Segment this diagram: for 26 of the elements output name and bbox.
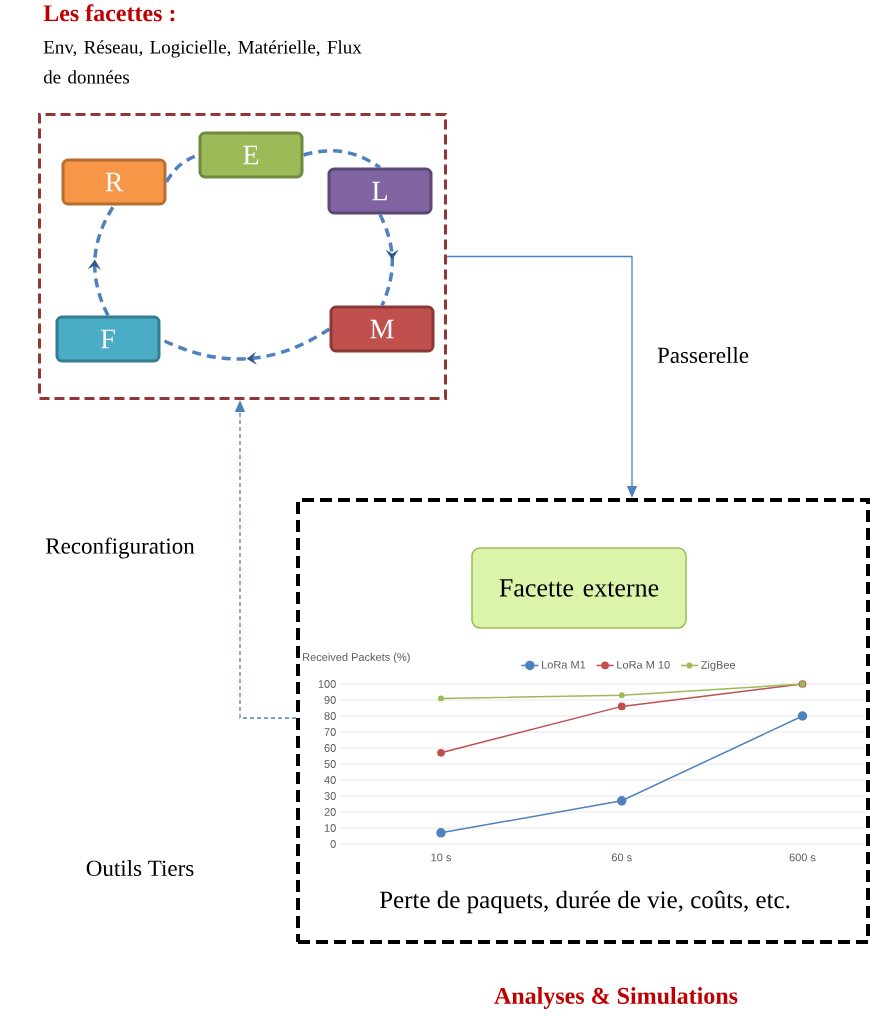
metrics-text: Perte de paquets, durée de vie, coûts, etc.	[379, 890, 790, 914]
edge-label: Reconfiguration	[44, 536, 196, 560]
x-tick-label: 600 s	[789, 853, 816, 862]
y-tick-label: 60	[324, 744, 336, 752]
section-title: Analyses & Simulations	[494, 987, 738, 1009]
y-tick-label: 90	[324, 696, 336, 704]
y-tick-label: 80	[324, 712, 336, 720]
y-tick-label: 100	[318, 680, 336, 688]
y-tick-label: 50	[324, 760, 336, 768]
y-tick-label: 40	[324, 776, 336, 784]
line-chart: 10 s 60 s 600 s 0 10 20 30 40 50 60 70 80 90 100 LoRa M1 LoRa M 10 ZigBee Received Packets (%)	[303, 652, 867, 862]
side-label: Outils Tiers	[86, 859, 194, 877]
legend-label: LoRa M1	[542, 660, 586, 669]
x-tick-label: 10 s	[431, 853, 451, 862]
y-tick-label: 20	[324, 808, 336, 816]
legend-label: ZigBee	[701, 660, 736, 671]
legend-label: LoRa M 10	[617, 660, 670, 669]
y-tick-label: 10	[324, 824, 336, 832]
y-tick-label: 0	[330, 840, 336, 848]
y-tick-label: 70	[324, 728, 336, 736]
y-tick-label: 30	[324, 792, 336, 800]
x-tick-label: 60 s	[611, 853, 632, 862]
edge-label: Passerelle	[656, 345, 750, 365]
y-axis-title: Received Packets (%)	[303, 652, 410, 664]
facet-list: Env, Réseau, Logicielle, Matérielle, Flux de données	[43, 40, 362, 84]
heading: Les facettes :	[43, 4, 175, 22]
